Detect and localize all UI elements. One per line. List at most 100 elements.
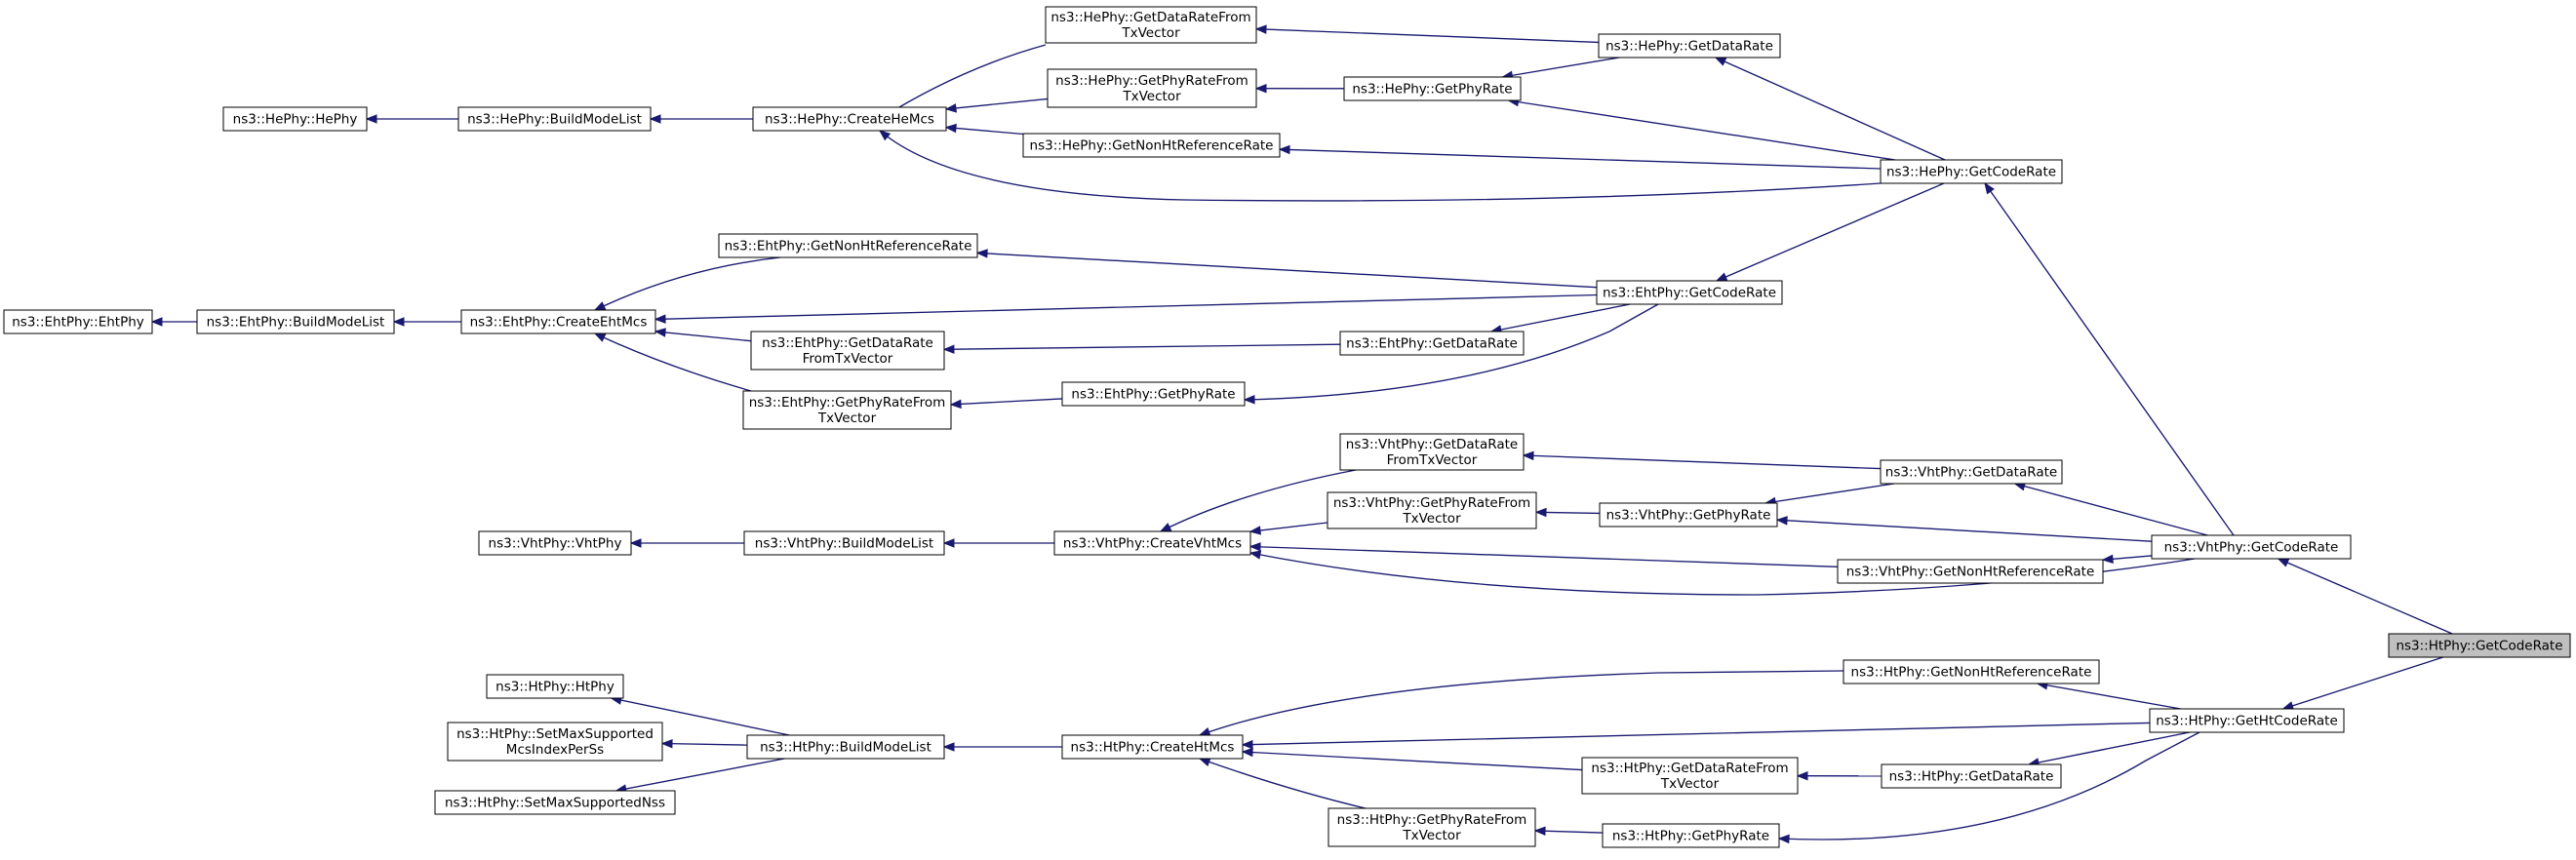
node-label-line: ns3::VhtPhy::GetDataRate <box>1885 465 2057 481</box>
node-box <box>222 106 368 132</box>
node-ns3-htphy-getphyrate[interactable]: ns3::HtPhy::GetPhyRate <box>1602 823 1780 848</box>
node-ns3-ehtphy-ehtphy[interactable]: ns3::EhtPhy::EhtPhy <box>3 309 153 334</box>
arrowhead <box>878 130 892 141</box>
edge-n16-to-n14 <box>1489 303 1631 334</box>
node-label-line: FromTxVector <box>803 351 893 367</box>
edge-n24-to-n25 <box>942 538 1054 548</box>
arrowhead <box>392 317 405 327</box>
node-label-line: ns3::HePhy::GetPhyRateFrom <box>1055 73 1248 89</box>
node-ns3-hephy-buildmodelist[interactable]: ns3::HePhy::BuildModeList <box>457 106 652 132</box>
node-label-line: TxVector <box>1402 828 1461 843</box>
edge-n9-to-n26 <box>1984 181 2235 536</box>
node-label-line: ns3::HePhy::GetPhyRate <box>1352 82 1512 98</box>
edge-n6-to-n7 <box>649 114 753 124</box>
node-ns3-hephy-createhemcs[interactable]: ns3::HePhy::CreateHeMcs <box>752 106 947 132</box>
node-box <box>196 309 395 334</box>
node-ns3-htphy-setmaxsupportednss[interactable]: ns3::HtPhy::SetMaxSupportedNss <box>434 790 676 815</box>
node-ns3-vhtphy-getnonhtreferencerate[interactable]: ns3::VhtPhy::GetNonHtReferenceRate <box>1837 559 2104 584</box>
node-ns3-hephy-getdatarate[interactable]: ns3::HePhy::GetDataRate <box>1598 33 1781 59</box>
node-ns3-htphy-getcoderate[interactable]: ns3::HtPhy::GetCodeRate <box>2388 633 2571 658</box>
edge-n33-to-n34 <box>942 742 1062 752</box>
node-label-line: ns3::EhtPhy::EhtPhy <box>12 315 144 331</box>
edge-n2-to-n9 <box>1714 57 1946 161</box>
edge-n20-to-n26 <box>2013 482 2208 536</box>
node-ns3-vhtphy-vhtphy[interactable]: ns3::VhtPhy::VhtPhy <box>478 530 632 556</box>
node-box <box>1053 530 1251 556</box>
arrowhead <box>1243 395 1255 405</box>
node-label-line: ns3::HtPhy::SetMaxSupported <box>456 726 654 742</box>
node-ns3-ehtphy-getnonhtreferencerate[interactable]: ns3::EhtPhy::GetNonHtReferenceRate <box>718 233 978 258</box>
edge-n34-to-n35 <box>1241 747 1583 771</box>
edge-n13-to-n15 <box>654 328 752 342</box>
arrowhead <box>1777 834 1790 844</box>
node-box <box>743 530 945 556</box>
edge-n34-to-n31 <box>1241 722 2151 750</box>
node-ns3-ehtphy-createehtmcs[interactable]: ns3::EhtPhy::CreateEhtMcs <box>460 309 656 334</box>
node-ns3-vhtphy-buildmodelist[interactable]: ns3::VhtPhy::BuildModeList <box>743 530 945 556</box>
node-ns3-htphy-gethtcoderate[interactable]: ns3::HtPhy::GetHtCodeRate <box>2149 708 2345 733</box>
node-box <box>2151 534 2352 560</box>
node-ns3-vhtphy-getdatarate[interactable]: ns3::VhtPhy::GetDataRate <box>1880 459 2063 485</box>
node-box <box>3 309 153 334</box>
arrowhead <box>1533 826 1546 836</box>
edge-n4-to-n2 <box>1501 57 1620 80</box>
edge-n17-to-n18 <box>949 398 1063 410</box>
arrowhead <box>1714 57 1727 66</box>
node-ns3-htphy-createhtmcs[interactable]: ns3::HtPhy::CreateHtMcs <box>1061 734 1244 760</box>
node-ns3-vhtphy-getphyrate[interactable]: ns3::VhtPhy::GetPhyRate <box>1599 502 1778 528</box>
node-ns3-vhtphy-createvhtmcs[interactable]: ns3::VhtPhy::CreateVhtMcs <box>1053 530 1251 556</box>
edge-n34-to-n38 <box>1198 758 1367 809</box>
arrowhead <box>1241 739 1253 750</box>
node-ns3-ehtphy-buildmodelist[interactable]: ns3::EhtPhy::BuildModeList <box>196 309 395 334</box>
edge-n23-to-n24 <box>629 538 744 548</box>
node-box <box>1881 763 2062 789</box>
node-ns3-htphy-htphy[interactable]: ns3::HtPhy::HtPhy <box>486 674 624 699</box>
node-label-line: ns3::VhtPhy::GetDataRate <box>1346 437 1518 452</box>
node-box <box>1837 559 2104 584</box>
node-ns3-ehtphy-getcoderate[interactable]: ns3::EhtPhy::GetCodeRate <box>1596 280 1783 305</box>
node-box <box>1047 68 1257 108</box>
edge-n32-to-n33 <box>660 738 748 749</box>
node-ns3-htphy-getnonhtreferencerate[interactable]: ns3::HtPhy::GetNonHtReferenceRate <box>1843 659 2100 684</box>
edge-n5-to-n6 <box>365 114 458 124</box>
node-label-line: ns3::HtPhy::GetDataRateFrom <box>1591 761 1788 776</box>
edge-n36-to-n31 <box>2027 731 2191 767</box>
node-ns3-vhtphy-getcoderate[interactable]: ns3::VhtPhy::GetCodeRate <box>2151 534 2352 560</box>
node-ns3-hephy-getcoderate[interactable]: ns3::HePhy::GetCodeRate <box>1880 159 2063 184</box>
edge-n11-to-n12 <box>150 317 197 327</box>
node-box <box>1843 659 2100 684</box>
arrowhead <box>150 317 163 327</box>
edge-n34-to-n29 <box>1198 670 1844 736</box>
node-ns3-htphy-getdatarate[interactable]: ns3::HtPhy::GetDataRate <box>1881 763 2062 789</box>
edge-n13-to-n14 <box>654 293 1598 324</box>
node-ns3-ehtphy-getdatarate[interactable]: ns3::EhtPhy::GetDataRate <box>1339 331 1525 356</box>
node-label-line: TxVector <box>1121 25 1180 41</box>
node-box <box>447 722 663 762</box>
arrowhead <box>942 742 955 752</box>
node-ns3-htphy-buildmodelist[interactable]: ns3::HtPhy::BuildModeList <box>746 734 945 760</box>
node-ns3-hephy-getnonhtreferencerate[interactable]: ns3::HePhy::GetNonHtReferenceRate <box>1022 133 1281 158</box>
node-label-line: TxVector <box>1660 776 1720 792</box>
edge-n4-to-n9 <box>1507 97 1896 161</box>
node-ns3-ehtphy-getphyrate[interactable]: ns3::EhtPhy::GetPhyRate <box>1061 381 1246 407</box>
node-label-line: TxVector <box>1402 511 1461 527</box>
edge-n26-to-n28 <box>2277 558 2453 635</box>
node-ns3-hephy-hephy[interactable]: ns3::HePhy::HePhy <box>222 106 368 132</box>
node-label-line: ns3::VhtPhy::VhtPhy <box>489 536 622 552</box>
node-box <box>1880 459 2063 485</box>
node-ns3-hephy-getphyrate[interactable]: ns3::HePhy::GetPhyRate <box>1343 76 1522 101</box>
node-label-line: ns3::EhtPhy::GetDataRate <box>1346 336 1518 352</box>
arrowhead <box>649 114 661 124</box>
arrowhead <box>1198 727 1211 736</box>
arrowhead <box>1241 747 1253 758</box>
